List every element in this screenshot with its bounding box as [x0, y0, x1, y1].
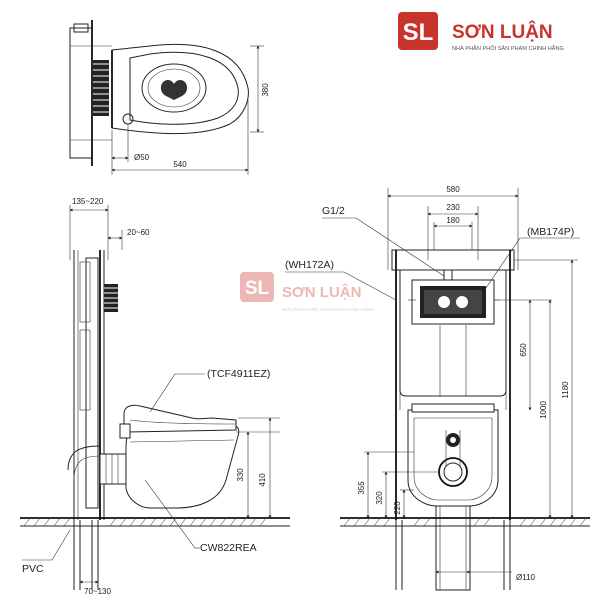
- dim-580: 580: [446, 185, 460, 194]
- brand-logo: SL SƠN LUẬN NHÀ PHÂN PHỐI SẢN PHẨM CHÍNH…: [398, 12, 564, 52]
- label-g12: G1/2: [322, 205, 345, 217]
- dim-1000: 1000: [539, 401, 548, 419]
- label-seat: (TCF4911EZ): [207, 368, 270, 380]
- brand-tagline: NHÀ PHÂN PHỐI SẢN PHẨM CHÍNH HÃNG: [452, 45, 564, 52]
- dim-650: 650: [519, 343, 528, 357]
- dim-pipe: Ø50: [134, 153, 150, 162]
- dim-220: 220: [393, 501, 402, 515]
- label-plate: (MB174P): [527, 226, 574, 238]
- dim-1180: 1180: [561, 381, 570, 399]
- dim-offset: 20~60: [127, 228, 150, 237]
- dim-380: 380: [261, 83, 270, 97]
- dim-top-range: 135~220: [72, 197, 104, 206]
- brand-watermark: SL SƠN LUẬN NHÀ PHÂN PHỐI SẢN PHẨM CHÍNH…: [240, 272, 374, 312]
- dim-230: 230: [446, 203, 460, 212]
- dim-410: 410: [258, 473, 267, 487]
- label-frame: (WH172A): [285, 259, 334, 271]
- dim-355: 355: [357, 481, 366, 495]
- dim-540: 540: [173, 160, 187, 169]
- svg-text:SL: SL: [245, 278, 270, 299]
- dim-drain: Ø110: [516, 573, 536, 582]
- brand-name: SƠN LUẬN: [452, 21, 553, 43]
- dim-bottom-range: 70~130: [84, 587, 111, 596]
- logo-badge: [398, 12, 438, 50]
- logo-mark: SL: [403, 19, 434, 46]
- dim-180: 180: [446, 216, 460, 225]
- dim-330: 330: [236, 468, 245, 482]
- label-bowl: CW822REA: [200, 542, 257, 554]
- side-view: 135~220 20~60: [20, 197, 290, 596]
- front-view: 580 230 180 650 1000: [285, 185, 590, 591]
- svg-text:NHÀ PHÂN PHỐI SẢN PHẨM CHÍNH H: NHÀ PHÂN PHỐI SẢN PHẨM CHÍNH HÃNG: [282, 306, 374, 312]
- top-view: 380 Ø50 540: [69, 20, 270, 175]
- svg-text:SƠN LUẬN: SƠN LUẬN: [282, 283, 361, 301]
- label-pipe: PVC: [22, 563, 44, 575]
- dim-320: 320: [375, 491, 384, 505]
